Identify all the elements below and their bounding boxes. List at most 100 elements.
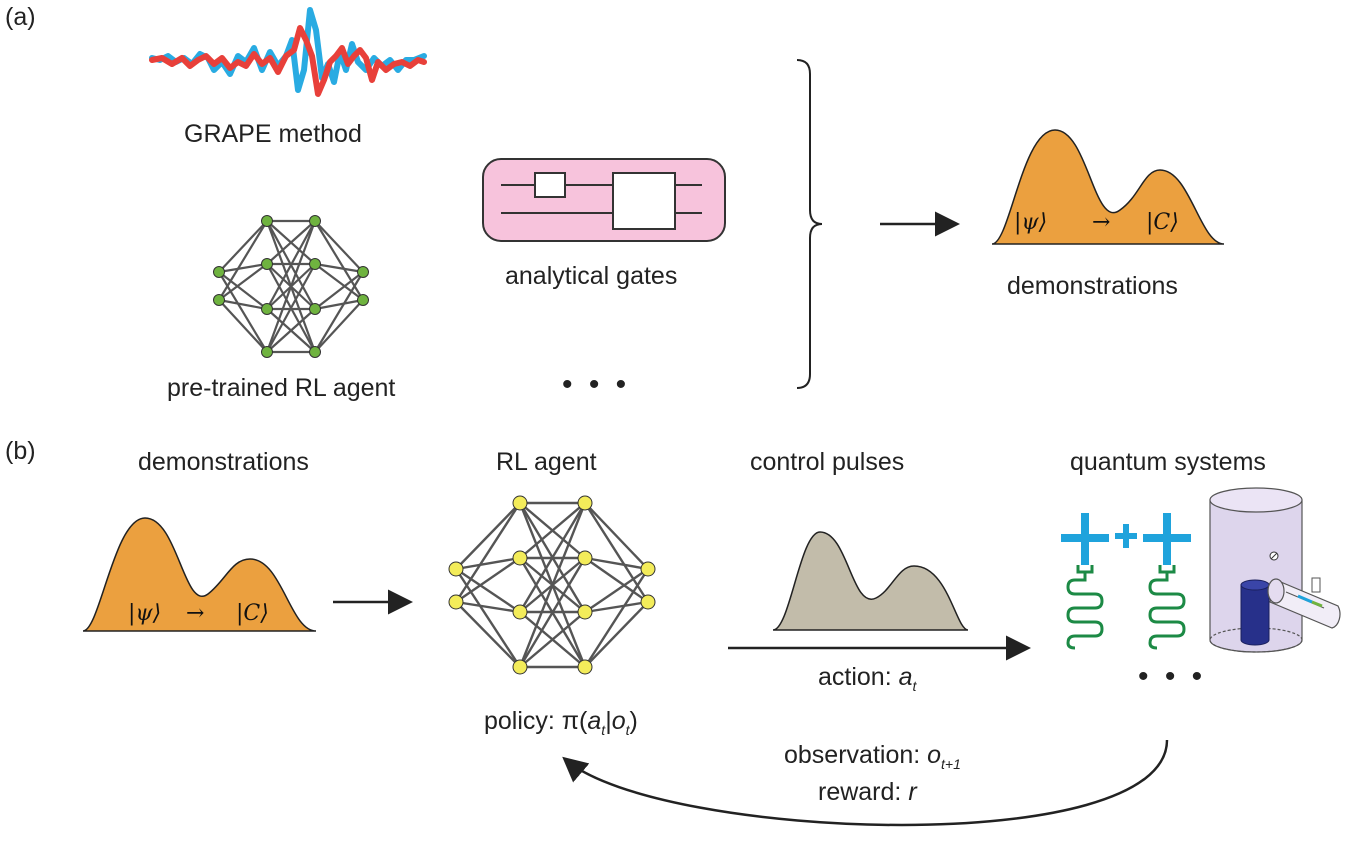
network-node (577, 659, 593, 675)
network-node (577, 604, 593, 620)
network-edge (455, 600, 521, 614)
network-node (261, 346, 273, 358)
network-node (640, 594, 656, 610)
network-edge (314, 271, 364, 353)
network-edge (314, 262, 364, 274)
network-node (512, 604, 528, 620)
network-node (357, 266, 369, 278)
quantum-systems-title: quantum systems (1070, 448, 1266, 476)
network-edge (266, 308, 316, 353)
reward-label: reward: r (818, 778, 917, 806)
network-edge (584, 601, 649, 668)
ket-c-b: |C⟩ (236, 601, 269, 626)
action-label: action: at (818, 663, 917, 694)
network-edge (314, 220, 364, 301)
analytical-gates-label: analytical gates (505, 262, 678, 290)
demonstrations-title: demonstrations (138, 448, 309, 476)
feedback-arrow (562, 739, 1169, 827)
network-edge (314, 263, 364, 301)
network-node (213, 294, 225, 306)
network-edge (454, 502, 522, 603)
policy-label: policy: π(at|ot) (484, 707, 638, 738)
network-edge (455, 502, 521, 570)
network-node (448, 561, 464, 577)
network-edge (218, 271, 268, 353)
quantum-circuit-icon (482, 158, 726, 242)
network-edge (314, 299, 364, 353)
network-node (512, 550, 528, 566)
network-edge (519, 502, 586, 559)
network-edge (265, 220, 317, 353)
network-node (309, 303, 321, 315)
network-node (512, 495, 528, 511)
network-edge (218, 220, 268, 273)
network-edge (584, 502, 649, 570)
network-edge (518, 502, 587, 613)
network-edge (583, 568, 650, 668)
network-edge (519, 611, 586, 668)
network-node (261, 258, 273, 270)
ket-psi: |ψ⟩ (1014, 210, 1048, 235)
network-edge (266, 220, 316, 265)
network-node (577, 550, 593, 566)
network-edge (584, 600, 649, 614)
network-edge (584, 556, 649, 571)
neural-network-icon (213, 215, 369, 358)
network-node (357, 294, 369, 306)
observation-label: observation: ot+1 (784, 741, 961, 772)
panel-label-b: (b) (5, 437, 36, 465)
network-node (448, 594, 464, 610)
grape-waveform-icon (149, 7, 427, 97)
network-node (640, 561, 656, 577)
demonstration-distribution (991, 129, 1225, 245)
network-edge (218, 271, 268, 310)
network-node (213, 266, 225, 278)
demonstration-distribution-b (82, 517, 317, 632)
network-edge (518, 502, 587, 668)
network-edge (266, 220, 316, 310)
demonstrations-label: demonstrations (1007, 272, 1178, 300)
network-edge (584, 557, 649, 603)
ket-c: |C⟩ (1146, 210, 1179, 235)
arrow-symbol-b: → (186, 601, 205, 626)
network-node (512, 659, 528, 675)
network-edge (454, 568, 522, 668)
control-pulses-title: control pulses (750, 448, 905, 476)
pretrained-rl-label: pre-trained RL agent (167, 374, 396, 402)
control-pulse (772, 531, 969, 631)
bracket (796, 59, 823, 389)
network-edge (584, 568, 649, 613)
network-edge (518, 557, 587, 668)
network-node (261, 215, 273, 227)
network-node (577, 495, 593, 511)
network-edge (266, 263, 316, 353)
network-edge (455, 601, 521, 668)
ellipsis-b: • • • (1138, 660, 1207, 693)
panel-label-a: (a) (5, 3, 36, 31)
network-node (309, 215, 321, 227)
ellipsis: • • • (562, 368, 631, 401)
network-edge (314, 271, 364, 310)
network-edge (218, 220, 268, 301)
network-edge (218, 262, 268, 274)
network-edge (583, 502, 650, 603)
network-edge (314, 220, 364, 273)
network-node (309, 346, 321, 358)
neural-network-icon (448, 495, 656, 675)
network-edge (455, 568, 521, 613)
transmon-qubit-icon (1061, 513, 1191, 650)
network-edge (314, 298, 364, 311)
arrow-symbol: → (1092, 210, 1111, 235)
network-node (261, 303, 273, 315)
ket-psi-b: |ψ⟩ (128, 601, 162, 626)
network-edge (218, 263, 268, 301)
grape-label: GRAPE method (184, 120, 362, 148)
rl-agent-title: RL agent (496, 448, 597, 476)
network-edge (455, 556, 521, 571)
network-edge (218, 298, 268, 311)
cavity-icon (1209, 487, 1341, 653)
network-edge (218, 299, 268, 353)
network-node (309, 258, 321, 270)
